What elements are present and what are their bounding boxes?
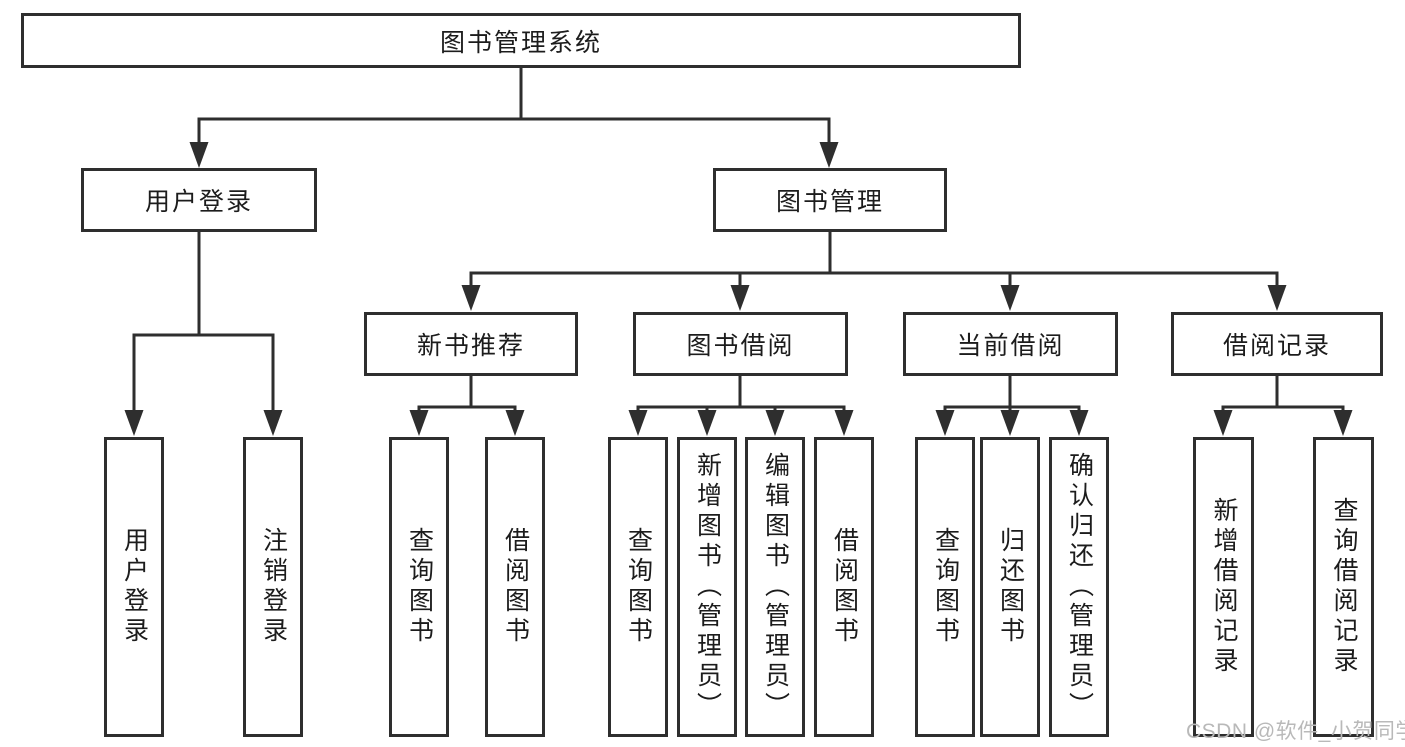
leaf-logout: 注销登录 xyxy=(243,437,303,737)
leaf-label: 用户登录 xyxy=(120,527,149,647)
root-to-level1-connector xyxy=(197,68,831,144)
node-current-borrowing: 当前借阅 xyxy=(903,312,1118,376)
node-label: 用户登录 xyxy=(144,188,253,216)
leaf-user-login: 用户登录 xyxy=(104,437,164,737)
node-label: 图书借阅 xyxy=(686,332,795,360)
leaf-add-book-admin: 新增图书（管理员） xyxy=(677,437,737,737)
node-label: 新书推荐 xyxy=(416,332,525,360)
leaf-label: 查询借阅记录 xyxy=(1330,497,1358,677)
leaf-borrow-books-recommend: 借阅图书 xyxy=(485,437,545,737)
leaf-edit-book-admin: 编辑图书（管理员） xyxy=(745,437,805,737)
node-new-book-recommendation: 新书推荐 xyxy=(364,312,578,376)
leaf-label: 借阅图书 xyxy=(830,527,859,647)
csdn-watermark: CSDN @软件_小贺同学 xyxy=(1186,720,1405,743)
leaf-label: 查询图书 xyxy=(405,527,434,647)
current-borrow-group-connector xyxy=(943,376,1081,412)
leaf-confirm-return-admin: 确认归还（管理员） xyxy=(1049,437,1109,737)
node-label: 图书管理 xyxy=(775,188,884,216)
node-book-management: 图书管理 xyxy=(713,168,947,232)
node-borrowing-records: 借阅记录 xyxy=(1171,312,1383,376)
leaf-query-books-current: 查询图书 xyxy=(915,437,975,737)
leaf-borrow-books-borrow: 借阅图书 xyxy=(814,437,874,737)
book-management-to-level2-connector xyxy=(469,232,1279,287)
leaf-label: 查询图书 xyxy=(624,527,653,647)
leaf-label: 注销登录 xyxy=(259,527,288,647)
leaf-add-borrow-record: 新增借阅记录 xyxy=(1193,437,1254,737)
leaf-return-book: 归还图书 xyxy=(980,437,1040,737)
leaf-query-books-recommend: 查询图书 xyxy=(389,437,449,737)
leaf-label: 借阅图书 xyxy=(501,527,530,647)
leaf-query-borrow-record: 查询借阅记录 xyxy=(1313,437,1374,737)
leaf-label: 确认归还（管理员） xyxy=(1065,452,1094,722)
book-borrow-group-connector xyxy=(636,376,846,412)
leaf-label: 归还图书 xyxy=(996,527,1025,647)
node-label: 图书管理系统 xyxy=(439,28,602,57)
leaf-label: 查询图书 xyxy=(931,527,960,647)
leaf-label: 新增图书（管理员） xyxy=(693,452,722,722)
node-label: 当前借阅 xyxy=(956,332,1065,360)
node-book-borrowing: 图书借阅 xyxy=(633,312,848,376)
new-book-group-connector xyxy=(417,376,517,412)
leaf-query-books-borrow: 查询图书 xyxy=(608,437,668,737)
node-label: 借阅记录 xyxy=(1222,332,1331,360)
user-login-group-connector xyxy=(132,232,275,412)
leaf-label: 新增借阅记录 xyxy=(1210,497,1238,677)
node-user-login: 用户登录 xyxy=(81,168,317,232)
node-root-system: 图书管理系统 xyxy=(21,13,1021,68)
borrow-record-group-connector xyxy=(1221,376,1345,412)
leaf-label: 编辑图书（管理员） xyxy=(761,452,790,722)
